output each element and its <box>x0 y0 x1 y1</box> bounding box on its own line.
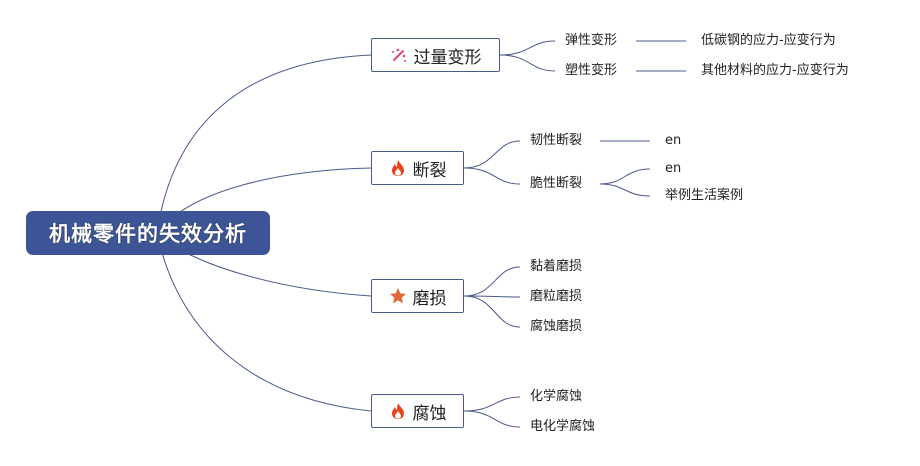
topic-label: 磨损 <box>412 288 447 309</box>
link-corrosion-chemical <box>463 396 521 412</box>
subtopic-brittle-fracture[interactable]: 脆性断裂 <box>530 176 583 191</box>
link-brittle-example <box>599 183 651 197</box>
fire-icon <box>389 402 407 420</box>
link-deformation-plastic <box>499 54 556 72</box>
subtopic-brittle-en[interactable]: en <box>665 161 682 176</box>
link-wear-corrosive <box>463 295 521 328</box>
subtopic-elastic-deformation[interactable]: 弹性变形 <box>565 33 618 48</box>
root-topic[interactable]: 机械零件的失效分析 <box>26 211 270 255</box>
link-wear-adhesive <box>463 266 521 297</box>
topic-wear[interactable]: 磨损 <box>371 279 464 313</box>
topic-corrosion[interactable]: 腐蚀 <box>371 394 464 428</box>
subtopic-abrasive-wear[interactable]: 磨粒磨损 <box>530 289 583 304</box>
link-fracture-brittle <box>463 167 521 185</box>
subtopic-life-example[interactable]: 举例生活案例 <box>665 188 744 203</box>
link-brittle-en <box>599 168 651 185</box>
topic-label: 腐蚀 <box>412 403 447 424</box>
magic-wand-icon <box>390 46 408 64</box>
topic-fracture[interactable]: 断裂 <box>371 151 464 185</box>
link-root-corrosion <box>156 232 372 412</box>
link-fracture-ductile <box>463 140 521 169</box>
link-corrosion-electrochemical <box>463 410 521 428</box>
link-root-deformation <box>156 54 372 234</box>
topic-excess-deformation[interactable]: 过量变形 <box>371 38 500 72</box>
topic-label: 断裂 <box>412 160 447 181</box>
subtopic-chemical-corrosion[interactable]: 化学腐蚀 <box>530 389 583 404</box>
subtopic-plastic-deformation[interactable]: 塑性变形 <box>565 63 618 78</box>
star-icon <box>389 287 407 305</box>
topic-label: 过量变形 <box>413 47 482 68</box>
subtopic-ductile-fracture[interactable]: 韧性断裂 <box>530 133 583 148</box>
subtopic-corrosive-wear[interactable]: 腐蚀磨损 <box>530 319 583 334</box>
subtopic-ductile-en[interactable]: en <box>665 133 682 148</box>
subtopic-lowcarbon-steel-behavior[interactable]: 低碳钢的应力-应变行为 <box>701 33 836 48</box>
link-wear-abrasive <box>463 295 521 298</box>
subtopic-electrochemical-corrosion[interactable]: 电化学腐蚀 <box>530 419 596 434</box>
root-topic-label: 机械零件的失效分析 <box>49 222 247 246</box>
link-deformation-elastic <box>499 40 556 56</box>
subtopic-other-material-behavior[interactable]: 其他材料的应力-应变行为 <box>701 63 849 78</box>
fire-icon <box>389 159 407 177</box>
subtopic-adhesive-wear[interactable]: 黏着磨损 <box>530 259 583 274</box>
